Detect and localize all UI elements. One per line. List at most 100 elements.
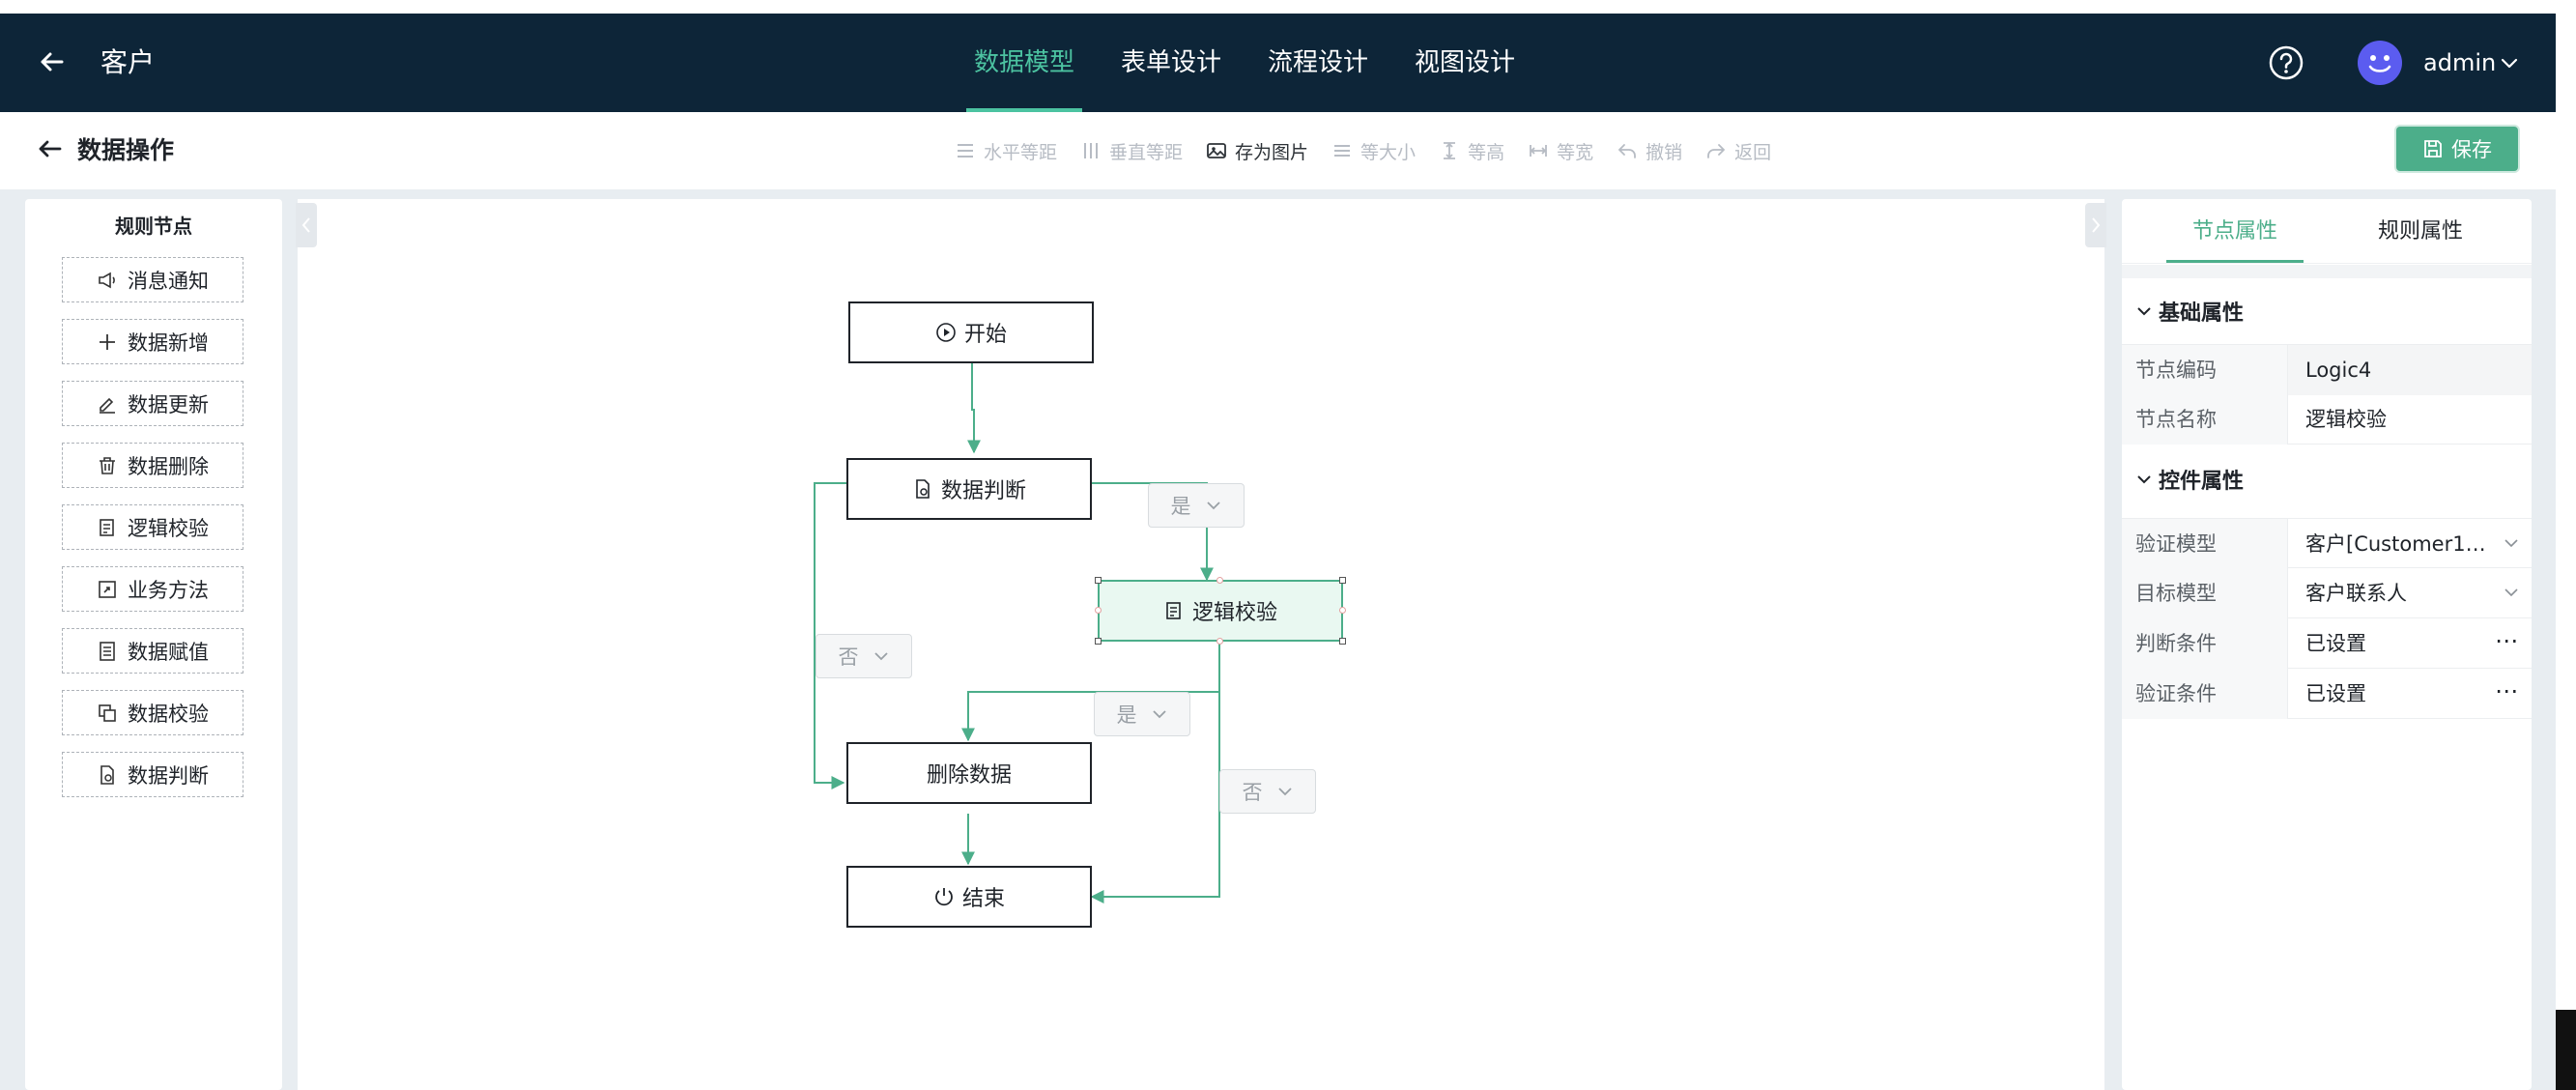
flow-node-delete-data[interactable]: 删除数据 xyxy=(846,742,1092,804)
file-judge-icon xyxy=(916,479,930,499)
edge-start-to-judge xyxy=(967,359,981,454)
prop-label: 判断条件 xyxy=(2122,618,2288,669)
redo-icon xyxy=(1707,144,1726,158)
app-header: 客户 数据模型 表单设计 流程设计 视图设计 admin xyxy=(0,14,2556,112)
nav-view-design[interactable]: 视图设计 xyxy=(1415,48,1516,77)
flow-node-end[interactable]: 结束 xyxy=(846,866,1092,928)
properties-tabs: 节点属性 规则属性 xyxy=(2122,199,2532,264)
save-button[interactable]: 保存 xyxy=(2396,127,2518,171)
megaphone-icon xyxy=(99,272,115,288)
palette-item-message-notify[interactable]: 消息通知 xyxy=(62,257,243,302)
back-arrow-icon[interactable] xyxy=(33,43,72,81)
tab-rule-properties[interactable]: 规则属性 xyxy=(2377,219,2463,244)
document-icon xyxy=(100,641,115,661)
back-arrow-icon[interactable] xyxy=(33,131,68,166)
prop-label: 验证模型 xyxy=(2122,519,2288,569)
node-name-field[interactable]: 逻辑校验 xyxy=(2305,408,2387,431)
collapse-right-panel-button[interactable] xyxy=(2085,203,2106,247)
horizontal-spacing-button[interactable]: 水平等距 xyxy=(955,138,1057,164)
chevron-down-icon xyxy=(873,652,888,661)
chevron-right-icon xyxy=(2092,217,2101,233)
edge-label-judge-yes[interactable]: 是 xyxy=(1148,483,1245,528)
business-method-icon xyxy=(99,580,116,598)
palette-item-data-update[interactable]: 数据更新 xyxy=(62,381,243,426)
connection-anchor[interactable] xyxy=(1339,607,1346,614)
section-control-properties[interactable]: 控件属性 xyxy=(2122,446,2532,512)
prop-row-verify-model: 验证模型 客户[Customer12... xyxy=(2122,518,2532,569)
redo-button[interactable]: 返回 xyxy=(1705,138,1771,164)
flow-canvas[interactable]: 开始 数据判断 逻辑校验 删除数据 结束 是 否 xyxy=(298,199,2104,1090)
prop-row-judge-condition: 判断条件 已设置 ⋯ xyxy=(2122,618,2532,669)
undo-button[interactable]: 撤销 xyxy=(1617,138,1682,164)
connection-anchor[interactable] xyxy=(1216,577,1223,584)
chevron-down-icon xyxy=(1152,710,1166,719)
designer-toolbar: 数据操作 水平等距 垂直等距 存为图片 等大小 等高 等宽 撤销 xyxy=(0,112,2556,190)
window-top-strip xyxy=(0,0,2576,14)
resize-handle[interactable] xyxy=(1339,577,1346,584)
nav-data-model[interactable]: 数据模型 xyxy=(966,14,1083,112)
same-width-button[interactable]: 等宽 xyxy=(1528,138,1593,164)
flow-node-logic-check[interactable]: 逻辑校验 xyxy=(1098,580,1343,642)
chevron-left-icon xyxy=(301,217,310,233)
palette-item-data-assign[interactable]: 数据赋值 xyxy=(62,628,243,674)
top-nav: 数据模型 表单设计 流程设计 视图设计 xyxy=(966,14,1554,112)
edge-label-logic-yes[interactable]: 是 xyxy=(1094,692,1190,736)
chevron-down-icon xyxy=(2504,588,2518,597)
edge-label-judge-no[interactable]: 否 xyxy=(816,634,912,678)
palette-item-business-method[interactable]: 业务方法 xyxy=(62,566,243,612)
same-size-button[interactable]: 等大小 xyxy=(1331,138,1416,164)
image-icon xyxy=(1207,143,1226,158)
prop-row-node-code: 节点编码 Logic4 xyxy=(2122,344,2532,395)
edge-label-logic-no[interactable]: 否 xyxy=(1219,769,1316,814)
same-height-button[interactable]: 等高 xyxy=(1439,138,1504,164)
nav-process-design[interactable]: 流程设计 xyxy=(1268,48,1369,77)
save-icon xyxy=(2424,140,2442,158)
rule-node-palette: 规则节点 消息通知 数据新增 数据更新 数据删除 逻辑校验 业务方法 数据赋值 xyxy=(25,199,282,1090)
window-edge xyxy=(2556,1010,2576,1090)
save-as-image-button[interactable]: 存为图片 xyxy=(1206,138,1308,164)
same-width-icon xyxy=(1530,145,1547,157)
same-height-icon xyxy=(1444,142,1456,159)
horizontal-spacing-icon xyxy=(958,144,973,158)
resize-handle[interactable] xyxy=(1095,638,1102,645)
edge-judge-to-delete xyxy=(814,482,846,789)
judge-condition-field[interactable]: 已设置 ⋯ xyxy=(2288,618,2532,669)
chevron-down-icon xyxy=(2137,307,2151,316)
palette-item-data-add[interactable]: 数据新增 xyxy=(62,319,243,364)
resize-handle[interactable] xyxy=(1095,577,1102,584)
verify-condition-field[interactable]: 已设置 ⋯ xyxy=(2288,669,2532,719)
properties-panel: 节点属性 规则属性 基础属性 节点编码 Logic4 节点名称 逻辑校验 控件属… xyxy=(2122,199,2532,1090)
collapse-left-panel-button[interactable] xyxy=(296,203,317,247)
chevron-down-icon xyxy=(2137,475,2151,484)
chevron-down-icon[interactable] xyxy=(2499,52,2520,73)
flow-node-data-judge[interactable]: 数据判断 xyxy=(846,458,1092,520)
nav-form-design[interactable]: 表单设计 xyxy=(1121,48,1222,77)
flow-node-start[interactable]: 开始 xyxy=(848,301,1094,363)
help-icon[interactable] xyxy=(2267,43,2305,82)
trash-icon xyxy=(100,456,115,474)
palette-item-data-judge[interactable]: 数据判断 xyxy=(62,752,243,797)
prop-label: 目标模型 xyxy=(2122,568,2288,618)
toolbar-actions: 水平等距 垂直等距 存为图片 等大小 等高 等宽 撤销 返回 xyxy=(955,112,1794,189)
avatar[interactable] xyxy=(2358,41,2402,85)
resize-handle[interactable] xyxy=(1339,638,1346,645)
verify-model-select[interactable]: 客户[Customer12... xyxy=(2288,519,2532,569)
same-size-icon xyxy=(1334,145,1351,157)
tab-node-properties[interactable]: 节点属性 xyxy=(2166,199,2304,263)
target-model-select[interactable]: 客户联系人 xyxy=(2288,568,2532,618)
vertical-spacing-button[interactable]: 垂直等距 xyxy=(1080,138,1183,164)
palette-title: 规则节点 xyxy=(115,215,192,238)
palette-item-data-delete[interactable]: 数据删除 xyxy=(62,443,243,488)
connection-anchor[interactable] xyxy=(1095,607,1102,614)
connection-anchor[interactable] xyxy=(1216,638,1223,645)
more-icon[interactable]: ⋯ xyxy=(2495,627,2518,654)
chevron-down-icon xyxy=(2504,539,2518,548)
palette-item-data-verify[interactable]: 数据校验 xyxy=(62,690,243,735)
page-title: 数据操作 xyxy=(77,136,175,164)
more-icon[interactable]: ⋯ xyxy=(2495,677,2518,704)
section-basic-properties[interactable]: 基础属性 xyxy=(2122,278,2532,344)
prop-row-verify-condition: 验证条件 已设置 ⋯ xyxy=(2122,669,2532,719)
palette-item-logic-check[interactable]: 逻辑校验 xyxy=(62,504,243,550)
user-name[interactable]: admin xyxy=(2423,49,2497,76)
vertical-spacing-icon xyxy=(1084,143,1099,158)
